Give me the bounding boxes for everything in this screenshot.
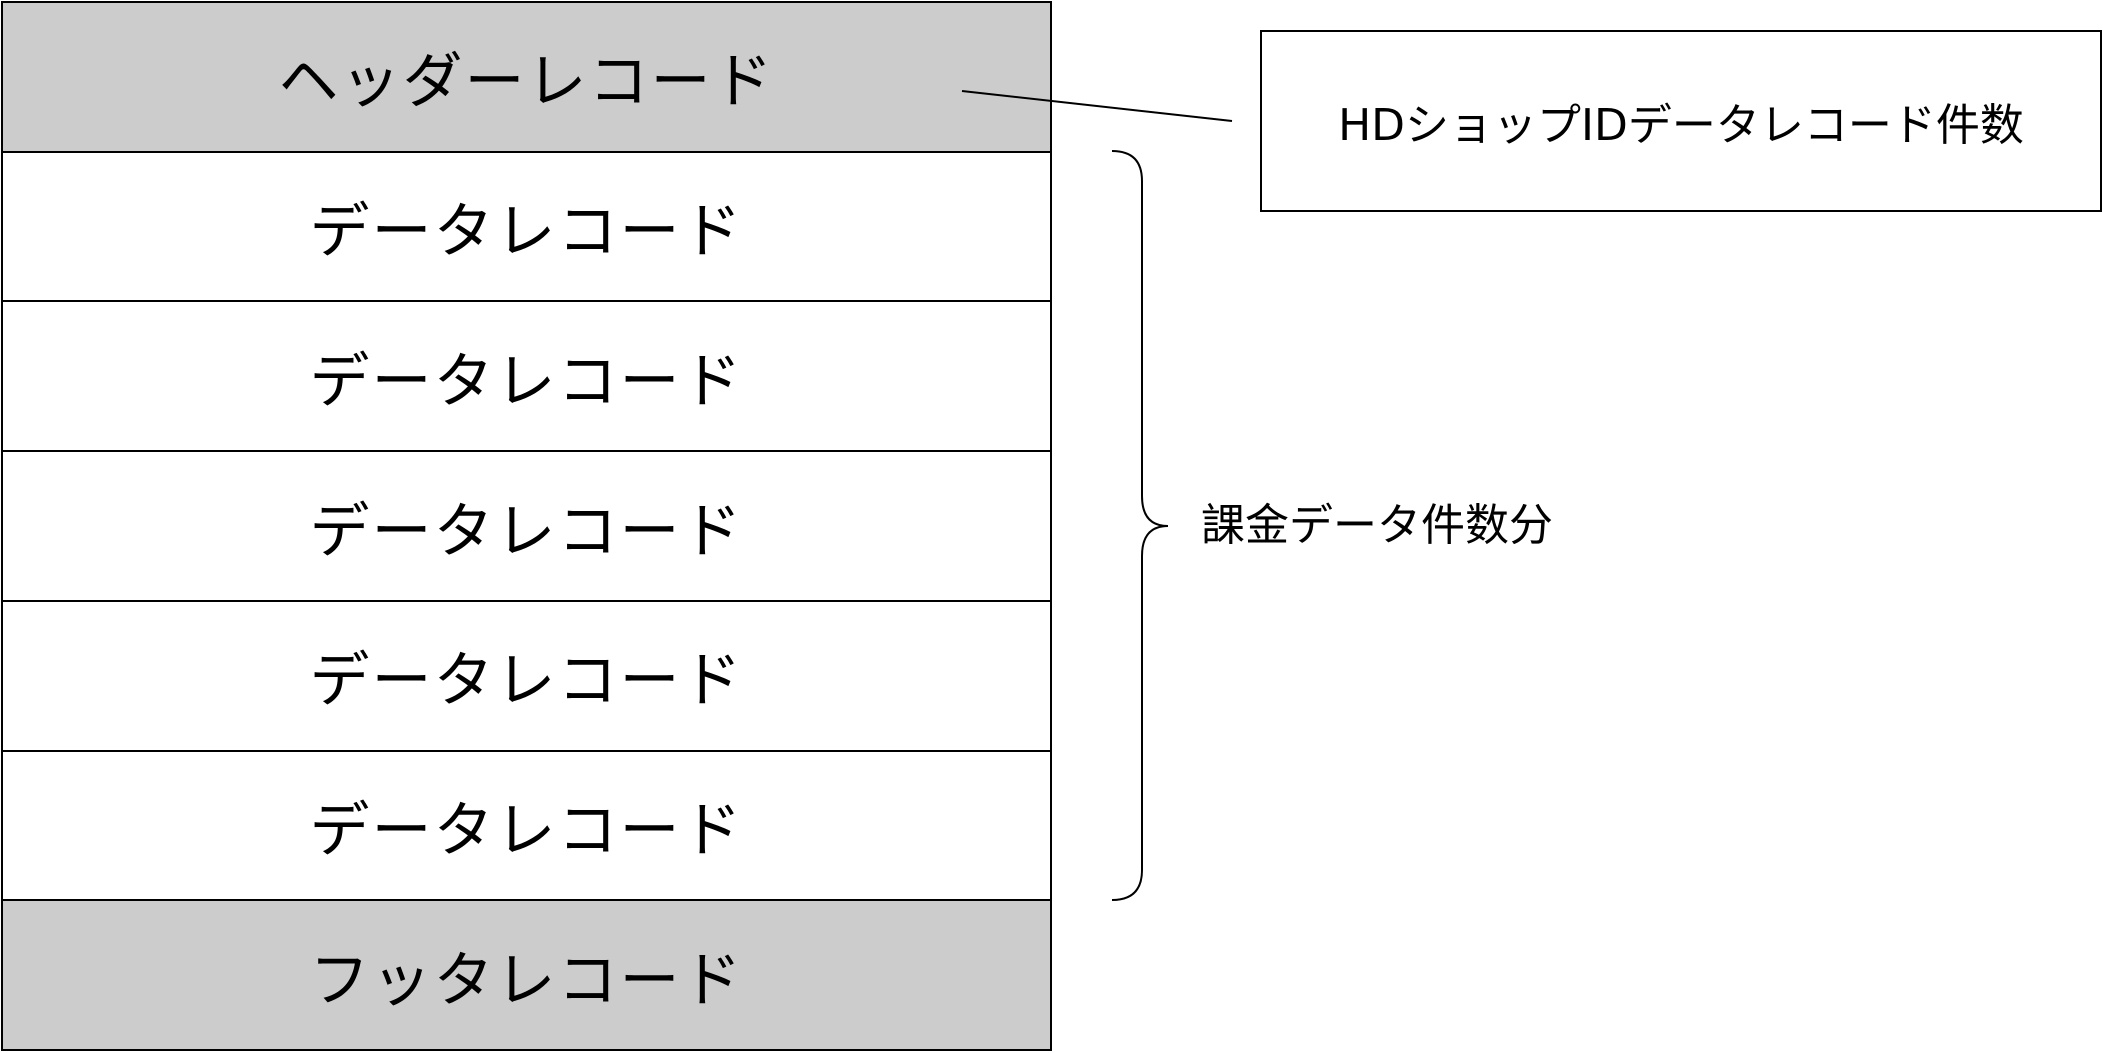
brace-label: 課金データ件数分 <box>1201 500 1553 551</box>
callout-box: HDショップIDデータレコード件数 <box>1260 30 2102 212</box>
footer-record: フッタレコード <box>3 901 1050 1050</box>
data-record-3: データレコード <box>3 452 1050 602</box>
data-record-2: データレコード <box>3 302 1050 453</box>
record-stack: ヘッダーレコード データレコード データレコード データレコード データレコード… <box>1 1 1052 1051</box>
header-record: ヘッダーレコード <box>3 3 1050 153</box>
data-record-1: データレコード <box>3 152 1050 303</box>
data-record-5: データレコード <box>3 751 1050 902</box>
curly-brace <box>1111 150 1169 901</box>
data-record-4: データレコード <box>3 601 1050 752</box>
